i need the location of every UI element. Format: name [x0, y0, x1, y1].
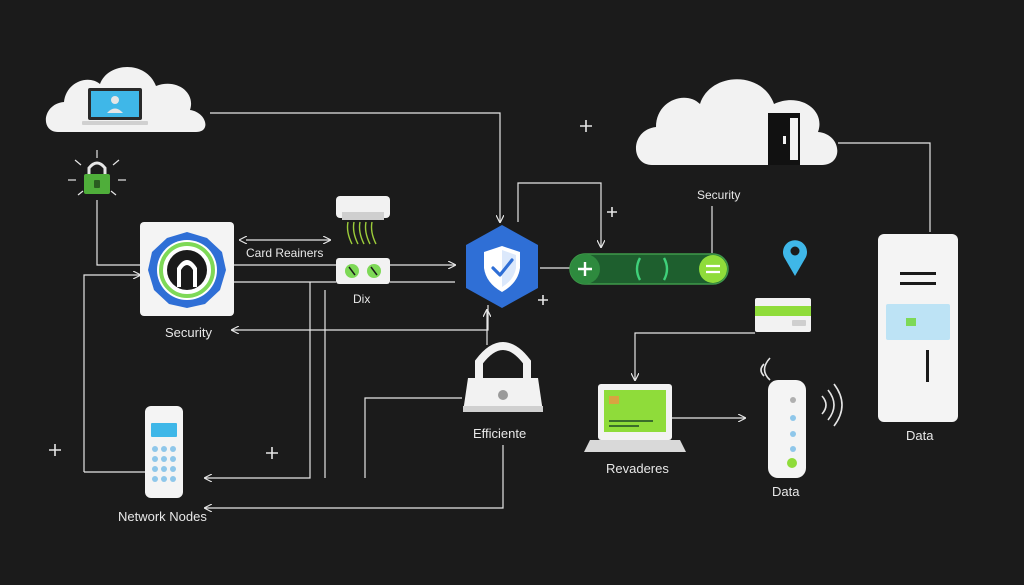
label-dix: Dix	[353, 292, 371, 306]
switch-icon	[336, 258, 390, 284]
cloud-laptop-icon	[45, 67, 206, 132]
line-card-to-laptop	[635, 332, 755, 380]
plus-icon	[538, 295, 548, 305]
lock-icon	[463, 342, 543, 412]
card-reader-icon	[336, 196, 390, 245]
label-card-retainers: Card Reainers	[246, 246, 324, 260]
router-icon	[760, 357, 843, 478]
label-security-right: Security	[697, 188, 741, 202]
label-network-nodes: Network Nodes	[118, 509, 207, 524]
line-left-loop	[83, 275, 140, 472]
line-cloud-to-server	[838, 142, 931, 232]
laptop-icon	[584, 384, 686, 452]
plus-icon	[607, 207, 617, 217]
phone-icon	[145, 406, 183, 498]
connectors	[83, 112, 931, 508]
cloud-server-icon	[635, 79, 838, 165]
fingerprint-badge-icon	[140, 222, 234, 316]
plus-icon	[49, 444, 61, 456]
padlock-icon	[68, 150, 126, 196]
location-pin-icon	[782, 240, 807, 276]
server-tower-icon	[878, 234, 958, 422]
line-padlock-to-badge	[96, 200, 140, 266]
label-revaderes: Revaderes	[606, 461, 669, 476]
label-efficiente: Efficiente	[473, 426, 527, 441]
pipeline-icon	[569, 253, 729, 285]
line-shield-to-pipeline-top	[517, 182, 601, 247]
card-icon	[755, 298, 811, 332]
line-cloud-to-shield	[210, 112, 500, 222]
label-data-server: Data	[906, 428, 934, 443]
label-data-router: Data	[772, 484, 800, 499]
plus-markers	[49, 120, 617, 459]
plus-icon	[266, 447, 278, 459]
label-security-left: Security	[165, 325, 212, 340]
line-shield-to-security-label	[232, 305, 489, 330]
plus-icon	[580, 120, 592, 132]
shield-check-icon	[466, 225, 538, 308]
line-switch-down	[205, 282, 311, 478]
line-efficiente-left	[364, 397, 462, 478]
line-efficiente-bottom	[205, 445, 504, 508]
